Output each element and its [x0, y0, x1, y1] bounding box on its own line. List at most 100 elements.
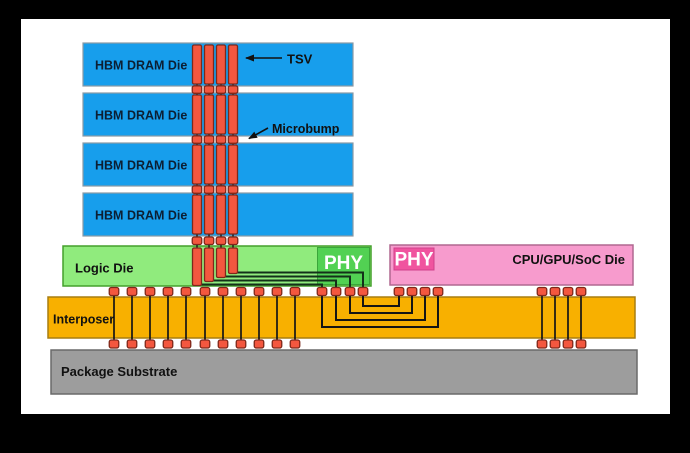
- tsv-bar: [227, 94, 239, 135]
- tsv-bar: [215, 94, 227, 135]
- microbump: [203, 135, 215, 144]
- logic-phy-block: [317, 247, 370, 285]
- microbump: [191, 185, 203, 194]
- phy-interconnect-routing: [321, 292, 439, 328]
- tsv-bar: [203, 94, 215, 135]
- tsv-bar: [227, 194, 239, 235]
- microbump: [235, 286, 247, 297]
- tsv-bar: [191, 44, 203, 85]
- microbump: [144, 339, 156, 349]
- tsv-bar-logic: [203, 247, 215, 283]
- interposer-label: Interposer: [53, 313, 114, 327]
- microbump: [227, 135, 239, 144]
- microbumps: [108, 85, 587, 349]
- microbump: [227, 85, 239, 94]
- microbump: [227, 236, 239, 246]
- package-substrate-block: [50, 349, 638, 395]
- fanout-trace: [233, 271, 364, 293]
- microbump: [126, 339, 138, 349]
- microbump: [289, 286, 301, 297]
- microbump: [316, 286, 328, 297]
- microbump: [357, 286, 369, 297]
- tsv-bar: [191, 144, 203, 185]
- microbump: [215, 135, 227, 144]
- microbump: [203, 185, 215, 194]
- microbump: [217, 339, 229, 349]
- microbump: [536, 286, 548, 297]
- microbump: [406, 286, 418, 297]
- tsv-bar: [191, 94, 203, 135]
- phy-routing-trace: [335, 292, 426, 321]
- interposer-block: [47, 296, 636, 339]
- microbump: [215, 236, 227, 246]
- tsv-bar: [215, 44, 227, 85]
- tsv-bar: [191, 194, 203, 235]
- microbump: [330, 286, 342, 297]
- microbump: [253, 339, 265, 349]
- microbump: [217, 286, 229, 297]
- hbm-die-2-label: HBM DRAM Die: [95, 109, 187, 123]
- logic-phy-label: PHY: [324, 253, 363, 274]
- microbump: [215, 185, 227, 194]
- microbump: [108, 339, 120, 349]
- microbump: [271, 339, 283, 349]
- microbump: [191, 135, 203, 144]
- logic-die-label: Logic Die: [75, 261, 134, 276]
- microbump: [162, 339, 174, 349]
- microbump: [215, 85, 227, 94]
- microbump: [180, 286, 192, 297]
- microbump-annotation-arrow: [248, 127, 269, 140]
- microbump: [108, 286, 120, 297]
- microbump: [191, 236, 203, 246]
- microbump: [536, 339, 548, 349]
- substrate-label: Package Substrate: [61, 364, 177, 379]
- phy-routing-trace: [321, 292, 439, 328]
- tsv-bars: [191, 44, 239, 287]
- microbump: [575, 339, 587, 349]
- microbump: [144, 286, 156, 297]
- microbump-annotation-label: Microbump: [272, 122, 340, 136]
- tsv-bar-logic: [227, 247, 239, 275]
- hbm-die-1-label: HBM DRAM Die: [95, 59, 187, 73]
- tsv-bar: [203, 44, 215, 85]
- tsv-bar: [203, 194, 215, 235]
- cpu-phy-label: PHY: [394, 250, 433, 271]
- tsv-annotation-label: TSV: [287, 52, 313, 67]
- microbump: [203, 85, 215, 94]
- microbump: [344, 286, 356, 297]
- microbump: [191, 85, 203, 94]
- microbump: [549, 339, 561, 349]
- cpu-phy-block: [393, 247, 435, 271]
- hbm-die-3-label: HBM DRAM Die: [95, 159, 187, 173]
- microbump: [432, 286, 444, 297]
- tsv-bar: [227, 44, 239, 85]
- tsv-bar-logic: [215, 247, 227, 279]
- microbump: [126, 286, 138, 297]
- microbump: [549, 286, 561, 297]
- tsv-bar-logic: [191, 247, 203, 287]
- microbump: [203, 236, 215, 246]
- microbump: [162, 286, 174, 297]
- microbump: [575, 286, 587, 297]
- hbm-die-4-label: HBM DRAM Die: [95, 209, 187, 223]
- phy-routing-trace: [362, 292, 400, 307]
- microbump: [289, 339, 301, 349]
- tsv-bar: [215, 194, 227, 235]
- tsv-bar: [227, 144, 239, 185]
- microbump: [199, 286, 211, 297]
- microbump: [227, 185, 239, 194]
- tsv-bar: [203, 144, 215, 185]
- microbump: [271, 286, 283, 297]
- interposer-via-lines: [113, 291, 582, 344]
- microbump: [199, 339, 211, 349]
- microbump: [562, 339, 574, 349]
- phy-routing-trace: [349, 292, 413, 314]
- microbump: [562, 286, 574, 297]
- microbump: [393, 286, 405, 297]
- tsv-bar: [215, 144, 227, 185]
- microbump: [180, 339, 192, 349]
- microbump: [253, 286, 265, 297]
- microbump: [419, 286, 431, 297]
- cpu-die-label: CPU/GPU/SoC Die: [512, 252, 625, 267]
